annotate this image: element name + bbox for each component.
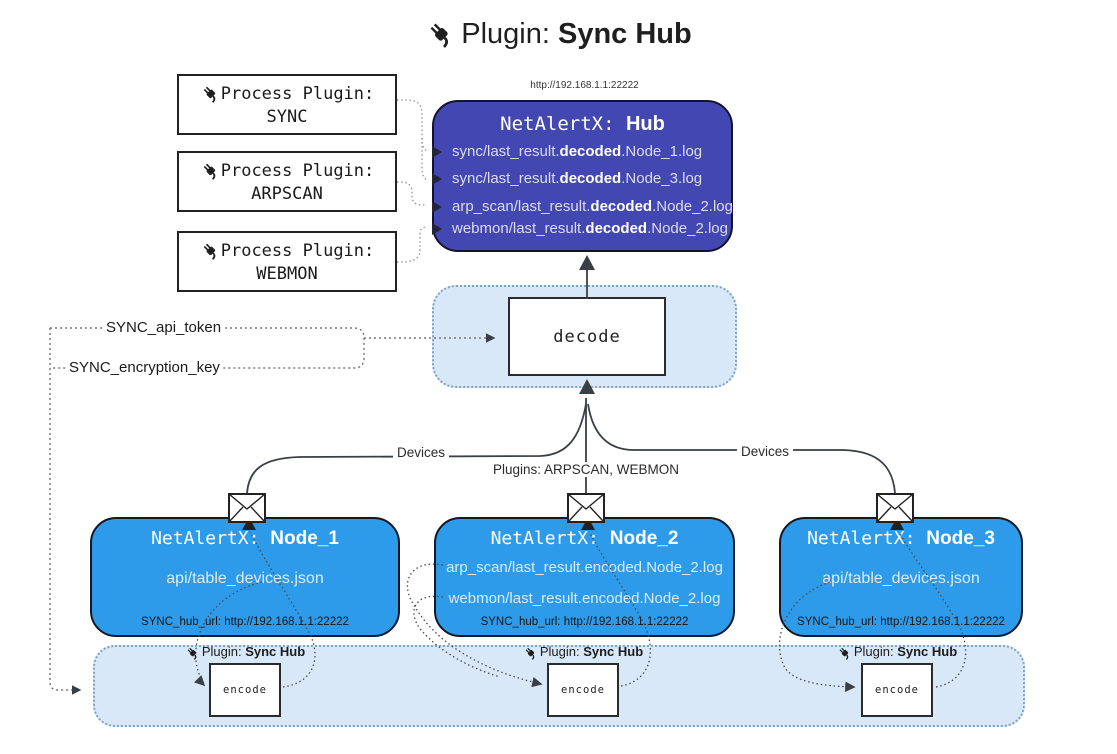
title-name: Sync Hub xyxy=(557,18,692,50)
node-hub-url: SYNC_hub_url: http://192.168.1.1:22222 xyxy=(480,616,689,628)
sync-api-token-label: SYNC_api_token xyxy=(103,319,225,336)
hub-log-line: arp_scan/last_result.decoded.Node_2.log xyxy=(432,198,735,215)
page-title: Plugin: Sync Hub xyxy=(0,18,1117,51)
node-file: webmon/last_result.encoded.Node_2.log xyxy=(448,590,721,607)
node-hub-url: SYNC_hub_url: http://192.168.1.1:22222 xyxy=(797,616,1005,628)
envelope-icon xyxy=(228,493,266,523)
plug-icon xyxy=(525,647,535,660)
process-plugin-webmon: Process Plugin: WEBMON xyxy=(177,231,397,292)
plugins-mid-label: Plugins: ARPSCAN, WEBMON xyxy=(488,462,684,477)
plug-icon xyxy=(203,163,216,180)
hub-log-line: webmon/last_result.decoded.Node_2.log xyxy=(432,220,735,237)
encode-box: encode xyxy=(209,663,281,717)
plug-icon xyxy=(203,86,216,103)
log-arrow-icon xyxy=(432,173,442,185)
hub-log-line: sync/last_result.decoded.Node_3.log xyxy=(432,170,735,187)
plug-icon xyxy=(203,243,216,260)
process-plugin-arpscan: Process Plugin: ARPSCAN xyxy=(177,151,397,212)
envelope-icon xyxy=(567,493,605,523)
node-3-box: NetAlertX: Node_3 api/table_devices.json… xyxy=(779,517,1023,637)
log-arrow-icon xyxy=(432,201,442,213)
hub-title: NetAlertX: Hub xyxy=(500,113,665,135)
encoder-plugin-label: Plugin: Sync Hub xyxy=(837,644,957,660)
node-1-box: NetAlertX: Node_1 api/table_devices.json… xyxy=(90,517,400,637)
encode-box: encode xyxy=(861,663,933,717)
encoder-plugin-label: Plugin: Sync Hub xyxy=(185,644,305,660)
plug-icon xyxy=(430,23,449,48)
node-title: NetAlertX: Node_3 xyxy=(807,528,995,549)
plugin-to-hub-connectors xyxy=(397,99,429,263)
devices-right-label: Devices xyxy=(736,444,794,459)
encoder-plugin-label: Plugin: Sync Hub xyxy=(523,644,643,660)
encode-box: encode xyxy=(547,663,619,717)
plug-icon xyxy=(187,647,197,660)
hub-log-line: sync/last_result.decoded.Node_1.log xyxy=(432,143,735,160)
process-plugin-sync: Process Plugin: SYNC xyxy=(177,74,397,135)
decode-box: decode xyxy=(508,297,666,376)
hub-url-label: http://192.168.1.1:22222 xyxy=(530,80,639,91)
node-2-box: NetAlertX: Node_2 arp_scan/last_result.e… xyxy=(434,517,735,637)
log-arrow-icon xyxy=(432,223,442,235)
envelope-icon xyxy=(876,493,914,523)
hub-box: NetAlertX: Hub sync/last_result.decoded.… xyxy=(432,100,733,252)
log-arrow-icon xyxy=(432,146,442,158)
title-prefix: Plugin: xyxy=(461,18,558,50)
plug-icon xyxy=(839,647,849,660)
node-file: api/table_devices.json xyxy=(166,570,324,587)
node-hub-url: SYNC_hub_url: http://192.168.1.1:22222 xyxy=(141,616,349,628)
node-title: NetAlertX: Node_1 xyxy=(151,528,339,549)
node-file: api/table_devices.json xyxy=(822,570,980,587)
node-file: arp_scan/last_result.encoded.Node_2.log xyxy=(446,559,723,576)
node-title: NetAlertX: Node_2 xyxy=(490,528,679,549)
sync-encryption-key-label: SYNC_encryption_key xyxy=(66,359,223,376)
devices-left-label: Devices xyxy=(392,445,450,460)
